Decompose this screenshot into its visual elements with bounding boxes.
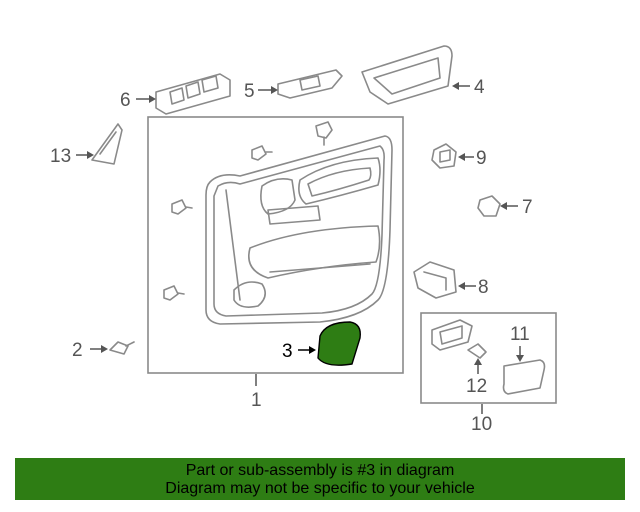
door-trim-box (147, 116, 404, 374)
part-info-banner: Part or sub-assembly is #3 in diagram Di… (15, 458, 625, 500)
callout-3: 3 (282, 341, 293, 362)
part-10-kit-handle[interactable] (431, 319, 473, 351)
part-5-switch-bezel[interactable] (277, 69, 343, 99)
clip-d[interactable] (163, 285, 185, 301)
callout-7: 7 (522, 197, 533, 218)
callout-2: 2 (72, 340, 83, 361)
kit-box (420, 312, 557, 404)
callout-5: 5 (244, 81, 255, 102)
callout-6: 6 (120, 90, 131, 111)
callout-4: 4 (474, 77, 485, 98)
callout-1: 1 (251, 390, 262, 411)
part-3-pocket[interactable] (317, 321, 361, 366)
part-12-spring[interactable] (467, 343, 487, 359)
part-2-screw[interactable] (109, 341, 135, 355)
door-trim-panel[interactable] (205, 135, 393, 325)
callout-12: 12 (466, 376, 487, 397)
part-6-window-switch[interactable] (155, 73, 231, 115)
banner-line-2: Diagram may not be specific to your vehi… (165, 480, 475, 497)
callout-8: 8 (478, 277, 489, 298)
callout-10: 10 (471, 414, 492, 435)
part-13-corner-trim[interactable] (91, 123, 123, 165)
part-9-clip[interactable] (431, 143, 457, 169)
part-7-clip[interactable] (477, 195, 501, 217)
banner-line-1: Part or sub-assembly is #3 in diagram (185, 462, 455, 479)
part-11-cover[interactable] (502, 359, 546, 395)
clip-a[interactable] (315, 121, 333, 146)
part-8-courtesy-lamp[interactable] (413, 261, 457, 299)
leader-lines (76, 82, 524, 414)
callout-11: 11 (510, 324, 530, 345)
part-4-handle-bezel[interactable] (361, 45, 453, 105)
callout-13: 13 (50, 146, 71, 167)
clip-b[interactable] (251, 145, 273, 161)
callout-9: 9 (476, 148, 487, 169)
parts-diagram: 6 5 4 13 9 7 8 2 3 1 10 11 12 (50, 45, 557, 435)
clip-c[interactable] (171, 199, 193, 215)
